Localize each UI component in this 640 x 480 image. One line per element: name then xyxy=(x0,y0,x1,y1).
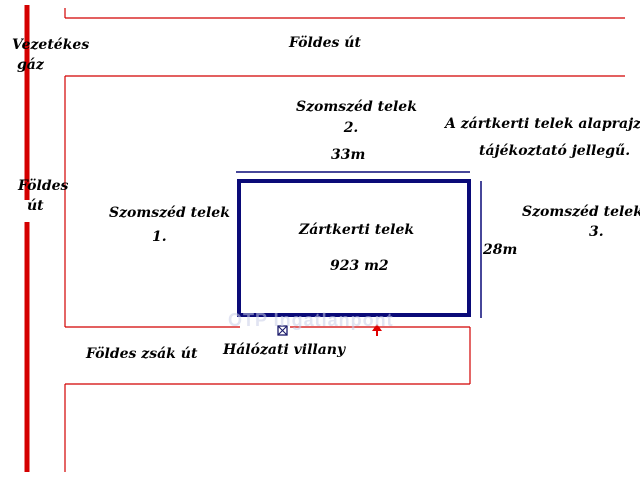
plot-border xyxy=(237,179,471,317)
neighbor-2-label-1: Szomszéd telek xyxy=(296,99,417,115)
gas-line-label-2: gáz xyxy=(17,57,44,73)
box-with-x-icon xyxy=(277,325,288,336)
plot-area-label: 923 m2 xyxy=(330,258,389,274)
gas-line-label-1: Vezetékes xyxy=(12,37,90,53)
neighbor-1-label-1: Szomszéd telek xyxy=(109,205,230,221)
watermark: OTP Ingatlanpont xyxy=(228,310,394,330)
neighbor-3-label-2: 3. xyxy=(589,224,604,240)
dirt-road-left-label-2: út xyxy=(27,198,44,214)
note-line-2: tájékoztató jellegű. xyxy=(479,143,631,159)
electricity-label: Hálózati villany xyxy=(223,342,346,358)
depth-dimension-label: 28m xyxy=(483,242,518,258)
width-dimension-label: 33m xyxy=(331,147,366,163)
neighbor-3-label-1: Szomszéd telek xyxy=(522,204,640,220)
neighbor-1-label-2: 1. xyxy=(152,229,167,245)
up-arrow-icon xyxy=(372,324,382,336)
plot-name-label: Zártkerti telek xyxy=(299,222,415,238)
dirt-road-top-label: Földes út xyxy=(289,35,361,51)
cul-de-sac-label: Földes zsák út xyxy=(86,346,198,362)
note-line-1: A zártkerti telek alaprajza xyxy=(445,116,640,132)
dirt-road-left-label-1: Földes xyxy=(18,178,69,194)
neighbor-2-label-2: 2. xyxy=(343,120,359,136)
